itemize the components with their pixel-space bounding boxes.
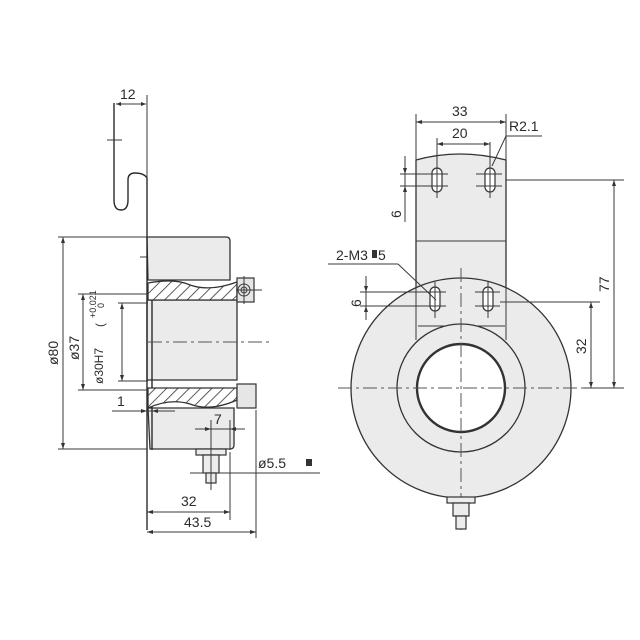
dim-connector-offset: 7 — [214, 411, 222, 427]
encoder-body-side — [146, 236, 231, 281]
dim-bracket-width: 33 — [452, 103, 468, 119]
dim-bore-tolerance-upper: +0.021 — [88, 290, 98, 318]
dim-body-length: 32 — [181, 493, 197, 509]
top-slots — [400, 142, 502, 198]
dim-top-slot-height: 77 — [596, 276, 612, 292]
hatched-section-upper — [147, 280, 238, 301]
dim-total-length: 43.5 — [184, 514, 211, 530]
front-view: 33 20 R2.1 6 2-M3 5 6 32 — [328, 103, 624, 530]
side-view: 12 ø80 — [45, 86, 320, 538]
dim-flange-thickness: 1 — [117, 393, 125, 409]
dim-bore: ø30H7 — [92, 348, 106, 384]
front-cable-connector — [446, 496, 476, 530]
dim-spring-plate-width: 12 — [120, 86, 136, 102]
dim-bore-tolerance-lower: 0 — [96, 303, 106, 308]
dim-mount-screws: 2-M3 — [336, 247, 368, 263]
dim-slot-length-bottom: 6 — [348, 299, 364, 307]
dim-slot-spacing: 20 — [452, 125, 468, 141]
dim-mount-screws-depth: 5 — [378, 247, 386, 263]
screw-note-marker — [372, 250, 377, 258]
bottom-slots — [360, 282, 500, 318]
dim-outer-diameter: ø80 — [45, 341, 61, 365]
cable-note-marker — [306, 459, 312, 466]
dim-slot-radius: R2.1 — [509, 118, 539, 134]
spring-plate — [107, 95, 162, 258]
tol-paren-open: ( — [93, 323, 107, 327]
dim-bottom-slot-height: 32 — [573, 338, 589, 354]
dim-flange-diameter: ø37 — [66, 336, 82, 360]
hatched-section-lower — [147, 387, 238, 410]
dim-slot-length-top: 6 — [388, 210, 404, 218]
dim-cable-diameter: ø5.5 — [258, 455, 286, 471]
encoder-bore-section — [146, 299, 238, 381]
